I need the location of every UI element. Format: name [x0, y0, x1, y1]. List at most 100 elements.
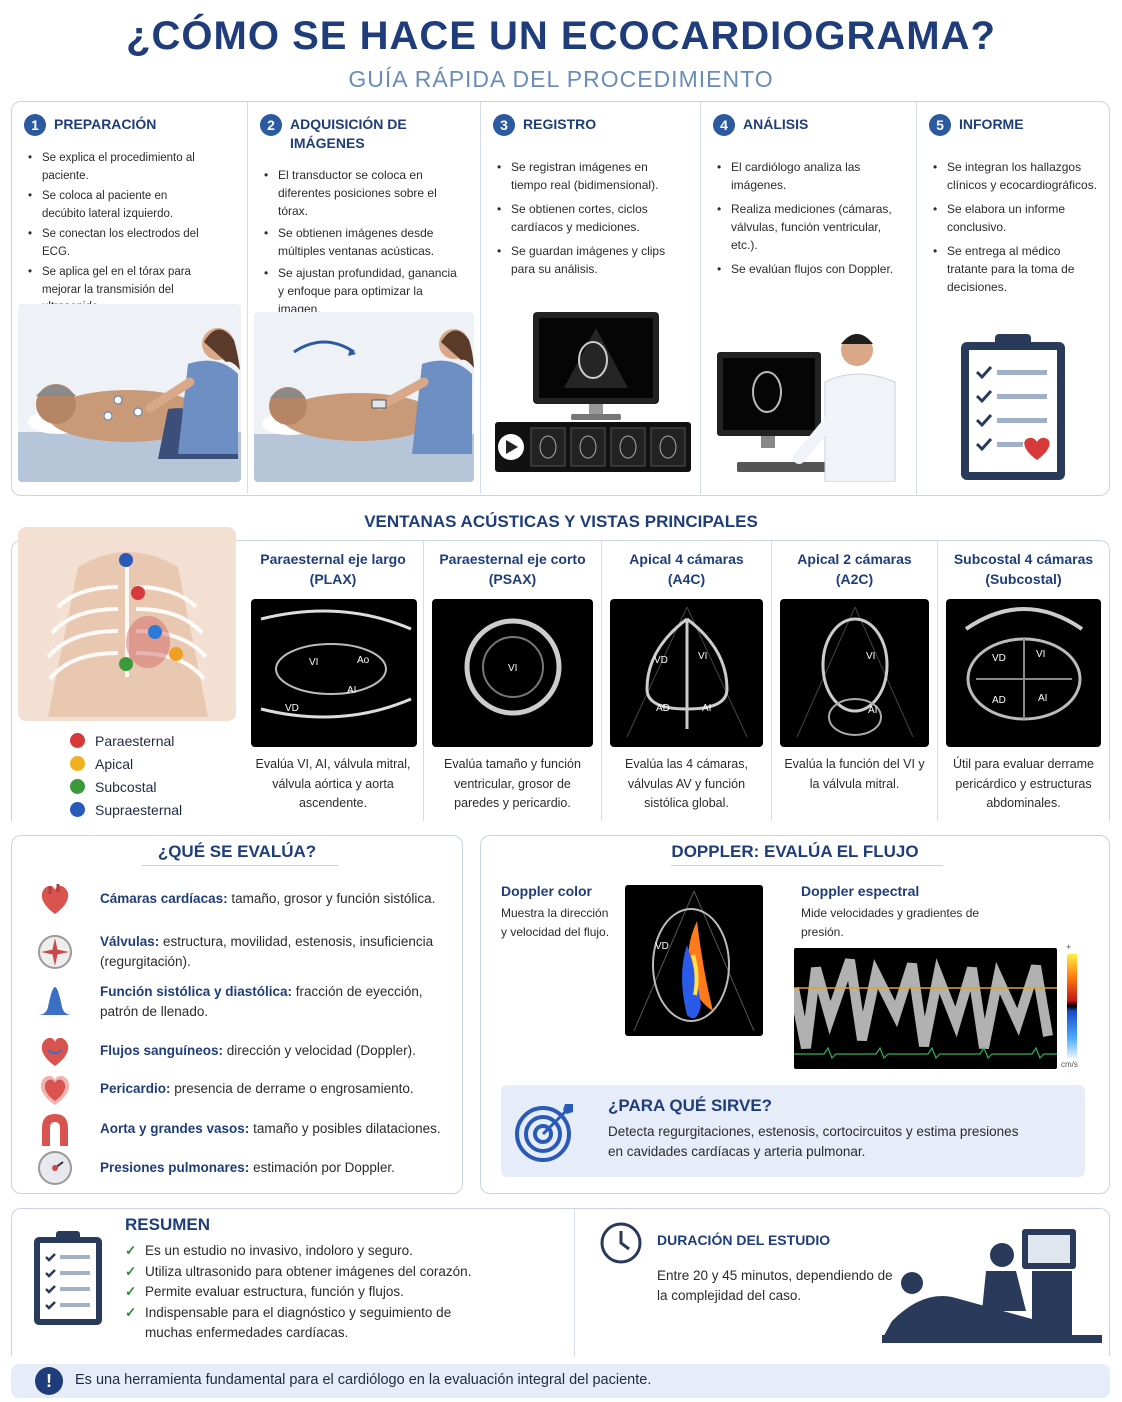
view-psax: Paraesternal eje corto(PSAX) VI Evalúa t… [423, 541, 601, 821]
list-item: Se obtienen imágenes desde múltiples ven… [262, 224, 462, 260]
purpose-text: Detecta regurgitaciones, estenosis, cort… [608, 1124, 1019, 1159]
view-name: Apical 4 cámaras [629, 551, 744, 567]
legend-item: Apical [70, 752, 182, 775]
step-title: INFORME [959, 116, 1024, 132]
eval-desc: estructura, movilidad, estenosis, insufi… [100, 934, 434, 969]
duration-title: DURACIÓN DEL ESTUDIO [657, 1232, 831, 1248]
view-desc: Evalúa VI, AI, válvula mitral, válvula a… [255, 757, 411, 810]
eval-label: Función sistólica y diastólica: [100, 984, 293, 999]
echo-label: Ao [357, 655, 370, 666]
eval-item: Pericardio: presencia de derrame o engro… [36, 1070, 456, 1108]
marker-apical-blue [148, 625, 162, 639]
velocity-scale-unit: cm/s [1061, 1060, 1078, 1069]
list-item: El cardiólogo analiza las imágenes. [715, 158, 905, 194]
legend-item: Subcostal [70, 775, 182, 798]
doppler-panel: DOPPLER: EVALÚA EL FLUJO Doppler color M… [480, 835, 1110, 1194]
valve-icon [38, 935, 72, 969]
duration-text: Entre 20 y 45 minutos, dependiendo de la… [657, 1268, 893, 1303]
view-abbr: (PSAX) [488, 571, 537, 587]
echo-image-plax: VI Ao AI VD [251, 599, 417, 747]
legend-item: Paraesternal [70, 729, 182, 752]
eval-item: Flujos sanguíneos: dirección y velocidad… [36, 1032, 456, 1070]
velocity-scale-top: + [1066, 942, 1072, 952]
eval-desc: presencia de derrame o engrosamiento. [170, 1081, 414, 1096]
purpose-title: ¿PARA QUÉ SIRVE? [608, 1096, 773, 1115]
echo-label: AD [992, 695, 1006, 706]
eval-label: Válvulas: [100, 934, 160, 949]
patient-preparation-illustration [18, 304, 241, 482]
eval-item: Función sistólica y diastólica: fracción… [36, 982, 456, 1022]
doppler-spectral-title: Doppler espectral [801, 883, 920, 899]
echo-image-a2c: VI AI [780, 599, 929, 747]
marker-supraesternal [119, 553, 133, 567]
aorta-icon [42, 1114, 68, 1146]
target-icon [515, 1104, 573, 1162]
summary-panel: RESUMEN Es un estudio no invasivo, indol… [11, 1208, 1110, 1357]
doppler-color-desc: Muestra la dirección y velocidad del flu… [501, 906, 610, 939]
heart-flow-icon [41, 1037, 69, 1066]
echo-label: VI [508, 663, 517, 674]
list-item: Se obtienen cortes, ciclos cardíacos y m… [495, 200, 685, 236]
list-item: Se registran imágenes en tiempo real (bi… [495, 158, 685, 194]
list-item: Se conectan los electrodos del ECG. [26, 226, 201, 261]
alert-icon: ! [35, 1367, 63, 1395]
echo-label: VI [866, 651, 875, 662]
list-item: Se ajustan profundidad, ganancia y enfoq… [262, 264, 462, 318]
title-underline [142, 865, 338, 866]
velocity-scale-bar [1067, 954, 1077, 1058]
doppler-title: DOPPLER: EVALÚA EL FLUJO [671, 842, 919, 861]
echo-label: VI [698, 651, 707, 662]
echo-label: AI [868, 705, 877, 716]
echo-label: VD [992, 653, 1006, 664]
legend-dot [70, 756, 85, 771]
eval-label: Aorta y grandes vasos: [100, 1121, 250, 1136]
list-item: Se entrega al médico tratante para la to… [931, 242, 1103, 296]
eval-item: Presiones pulmonares: estimación por Dop… [36, 1149, 456, 1187]
list-item: Se explica el procedimiento al paciente. [26, 150, 201, 185]
page-title: ¿CÓMO SE HACE UN ECOCARDIOGRAMA? [126, 14, 996, 58]
list-item: Utiliza ultrasonido para obtener imágene… [125, 1262, 485, 1283]
heart-icon [41, 884, 69, 914]
legend-item: Supraesternal [70, 798, 182, 821]
list-item: Se coloca al paciente en decúbito latera… [26, 188, 201, 223]
list-item: Es un estudio no invasivo, indoloro y se… [125, 1241, 485, 1262]
evaluate-title: ¿QUÉ SE EVALÚA? [157, 842, 317, 861]
pericardium-icon [40, 1075, 70, 1105]
list-item: El transductor se coloca en diferentes p… [262, 166, 462, 220]
view-subcostal: Subcostal 4 cámaras(Subcostal) VD VI AD … [937, 541, 1109, 821]
title-underline [671, 865, 943, 866]
clipboard-report-icon [957, 332, 1069, 482]
eval-desc: tamaño y posibles dilataciones. [249, 1121, 441, 1136]
view-name: Paraesternal eje largo [260, 551, 406, 567]
step-list: El transductor se coloca en diferentes p… [262, 166, 462, 322]
summary-title: RESUMEN [125, 1215, 211, 1234]
clip-filmstrip [495, 422, 691, 472]
echo-label: AD [656, 703, 670, 714]
doppler-spectral-desc: Mide velocidades y gradientes de presión… [801, 906, 980, 939]
view-a2c: Apical 2 cámaras(A2C) VI AI Evalúa la fu… [771, 541, 937, 821]
marker-paraesternal [131, 586, 145, 600]
step-number: 3 [493, 114, 515, 136]
step-title: ANÁLISIS [743, 116, 809, 132]
echo-image-a4c: VD VI AD AI [610, 599, 763, 747]
legend-dot [70, 733, 85, 748]
eval-label: Pericardio: [100, 1081, 171, 1096]
marker-apical [169, 647, 183, 661]
echo-exam-illustration [882, 1229, 1102, 1343]
list-item: Realiza mediciones (cámaras, válvulas, f… [715, 200, 905, 254]
views-section-title: VENTANAS ACÚSTICAS Y VISTAS PRINCIPALES [364, 512, 758, 531]
summary-list: Es un estudio no invasivo, indoloro y se… [125, 1241, 485, 1344]
eval-desc: fracción de eyección, patrón de llenado. [100, 984, 423, 1019]
waveform-icon [38, 987, 72, 1015]
monitor-illustration [531, 310, 661, 425]
view-a4c: Apical 4 cámaras(A4C) VD VI AD AI Evalúa… [601, 541, 771, 821]
list-item: Se guardan imágenes y clips para su anál… [495, 242, 685, 278]
step-title: ADQUISICIÓN DE IMÁGENES [290, 116, 407, 151]
step-list: Se registran imágenes en tiempo real (bi… [495, 158, 685, 284]
view-name: Subcostal 4 cámaras [953, 551, 1094, 567]
view-abbr: (PLAX) [309, 571, 357, 587]
echo-label: AI [347, 685, 356, 696]
eval-desc: tamaño, grosor y función sistólica. [227, 891, 436, 906]
